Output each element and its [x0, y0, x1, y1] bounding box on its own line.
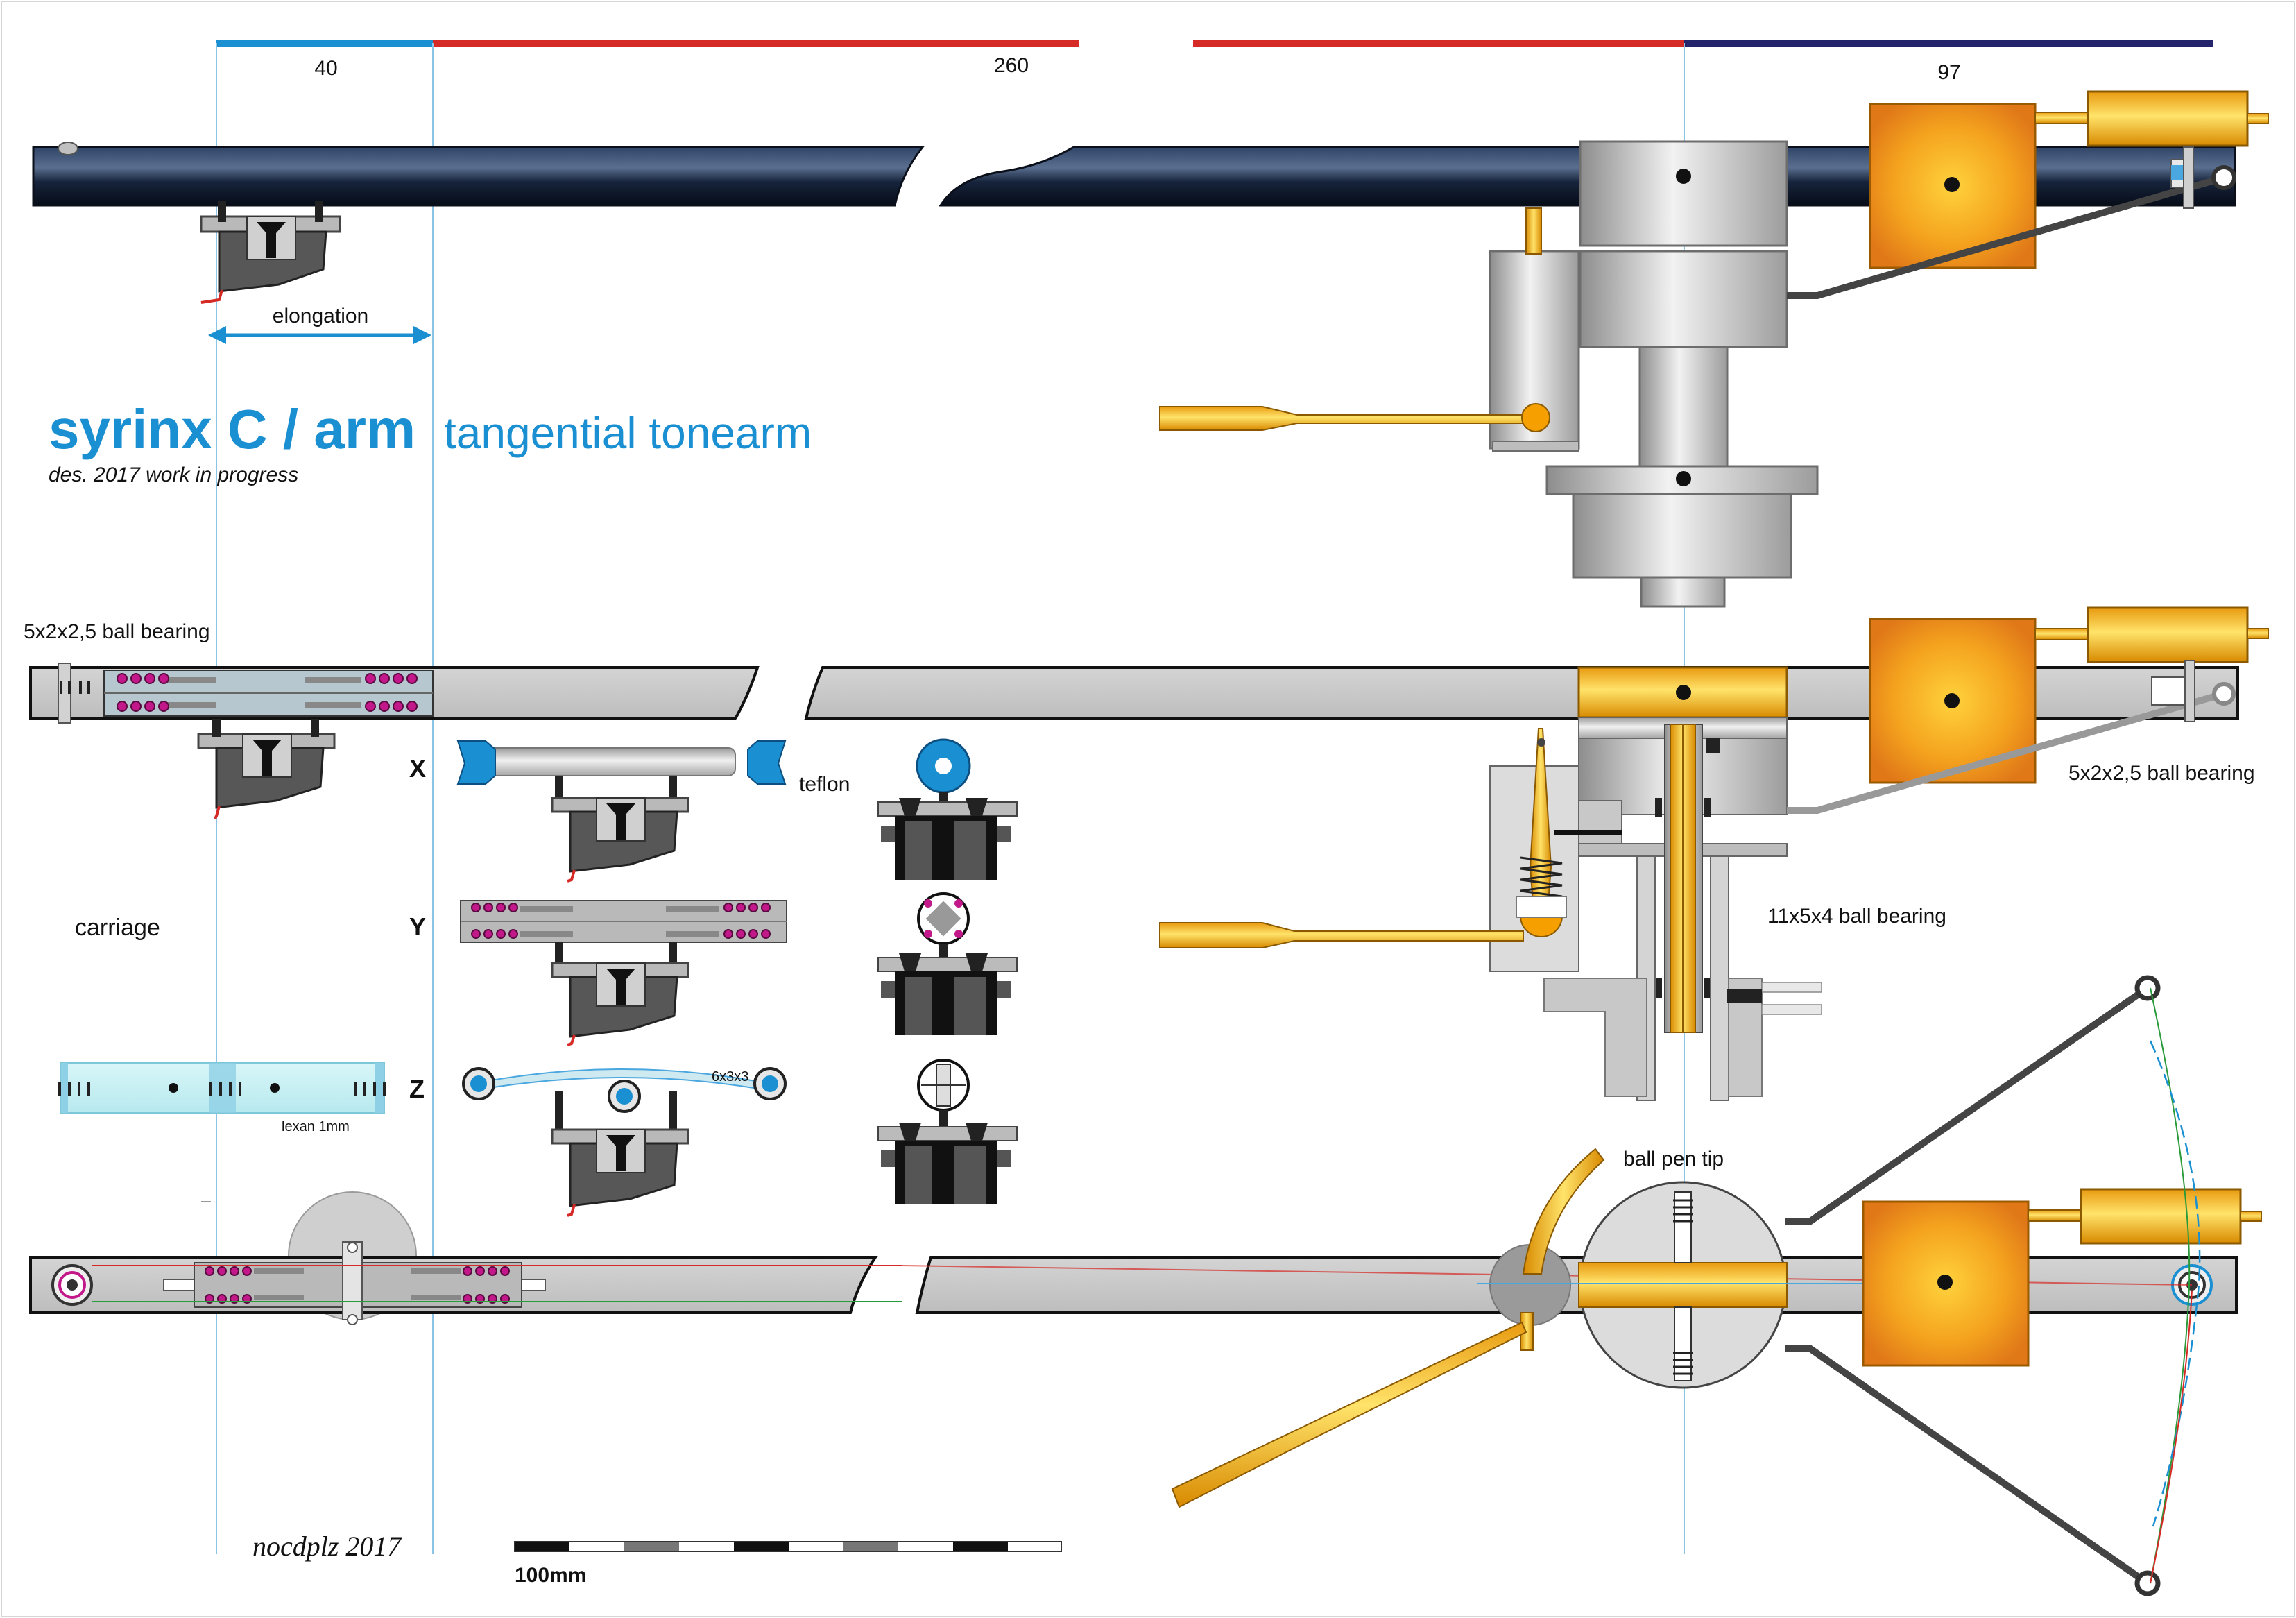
label-teflon: teflon: [799, 773, 850, 796]
guide-lines: [216, 43, 1685, 1554]
label-5x2x2-bearing: 5x2x2,5 ball bearing: [24, 620, 210, 643]
middle-arm-assembly: [29, 606, 2269, 1101]
elongation-label: elongation: [273, 305, 368, 327]
variant-z: [462, 1067, 787, 1217]
title-block: syrinx C / arm tangential tonearm des. 2…: [49, 398, 812, 486]
title-note: des. 2017 work in progress: [49, 463, 298, 486]
axis-y-label: Y: [409, 912, 426, 941]
lexan-carriage: [58, 1062, 386, 1114]
variant-y: [460, 900, 787, 1046]
label-right-bearing: 5x2x2,5 ball bearing: [2068, 762, 2255, 785]
elongation-arrow: [208, 326, 431, 344]
axis-z-label: Z: [409, 1075, 425, 1103]
axis-x-label: X: [409, 754, 426, 783]
label-6x3x3: 6x3x3: [712, 1069, 748, 1084]
top-arm-assembly: elongation: [32, 90, 2269, 608]
variant-x: [456, 740, 787, 883]
title-main: syrinx C / arm: [49, 398, 415, 460]
label-lexan: lexan 1mm: [282, 1119, 350, 1134]
dimension-97: 97: [1937, 61, 1960, 84]
scale-bar: [514, 1541, 1062, 1552]
dimension-260: 260: [994, 54, 1029, 77]
scale-label: 100mm: [515, 1564, 586, 1587]
label-ball-pen-tip: ball pen tip: [1623, 1148, 1724, 1170]
dimension-bars: 40 260 97: [216, 40, 2213, 84]
end-view-symbols: [877, 738, 1018, 1204]
label-11x5x4-bearing: 11x5x4 ball bearing: [1767, 905, 1946, 928]
label-carriage: carriage: [75, 914, 160, 941]
bottom-arm-assembly: [29, 975, 2262, 1596]
dimension-40: 40: [314, 57, 337, 80]
title-sub: tangential tonearm: [444, 408, 812, 458]
signature: nocdplz 2017: [252, 1531, 402, 1562]
